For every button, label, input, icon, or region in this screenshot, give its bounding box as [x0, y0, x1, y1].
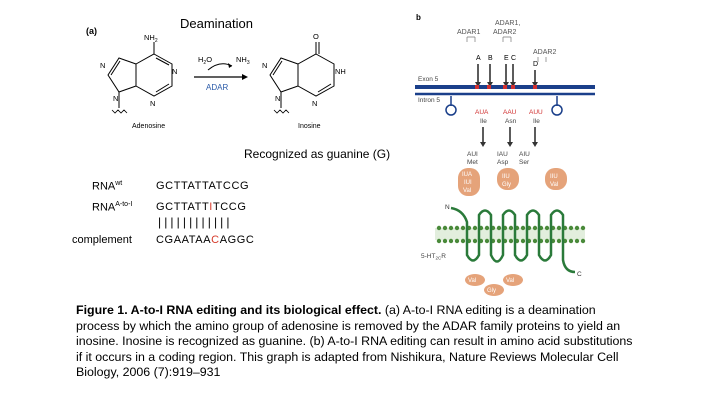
- c-terminus: C: [577, 271, 582, 278]
- site-d: D: [533, 61, 538, 68]
- adenosine-n7: N: [100, 61, 105, 70]
- base-pairing-lines: ||||||||||||: [158, 215, 233, 229]
- codon-aau: AAU: [503, 109, 517, 116]
- adar1-label: ADAR1: [457, 29, 480, 36]
- adar-label: ADAR: [206, 83, 228, 92]
- aa-asn: Asn: [505, 118, 517, 125]
- adenosine-nh2: NH2: [144, 33, 158, 44]
- site-c: C: [511, 55, 516, 62]
- adar2-top-label: ADAR2: [493, 29, 516, 36]
- inosine-n3: N: [312, 99, 317, 108]
- loop-val-1: [465, 274, 485, 286]
- adenosine-n9: N: [113, 94, 118, 103]
- bubble-iua-val: [458, 168, 480, 196]
- svg-text:Gly: Gly: [502, 182, 511, 188]
- adenosine-structure: [107, 42, 173, 108]
- svg-text:IIU: IIU: [502, 174, 510, 180]
- codon-auu: AUU: [529, 109, 543, 116]
- panel-b-label: b: [416, 13, 421, 22]
- svg-text:Val: Val: [463, 188, 471, 194]
- edited-base-i: I: [209, 201, 213, 213]
- exon-label: Exon 5: [418, 76, 439, 83]
- aa-ile-2: Ile: [533, 118, 540, 125]
- caption-heading: Figure 1. A-to-I RNA editing and its bio…: [76, 303, 382, 317]
- svg-text:Gly: Gly: [487, 288, 496, 294]
- complement-c: C: [211, 234, 220, 246]
- site-b: B: [488, 55, 493, 62]
- svg-text:Val: Val: [468, 278, 476, 284]
- adenosine-n3: N: [150, 99, 155, 108]
- bubble-iiu-gly: [497, 168, 519, 190]
- site-e: E: [504, 55, 509, 62]
- aa-ile-1: Ile: [480, 118, 487, 125]
- deamination-reaction-diagram: NH2 N N N N Adenosine H2O NH3 ADAR O NH …: [100, 32, 346, 130]
- bubble-iiu-val: [545, 168, 567, 190]
- adenosine-label: Adenosine: [132, 123, 165, 130]
- svg-text:IIU: IIU: [550, 174, 558, 180]
- figure-caption: Figure 1. A-to-I RNA editing and its bio…: [76, 303, 642, 381]
- n-terminus: N: [445, 204, 450, 211]
- rna-wt-sequence: GCTTATTATCCG: [156, 180, 250, 192]
- site-a: A: [476, 55, 481, 62]
- intron-loop-left: [445, 104, 457, 116]
- codon-aiu: AIU: [519, 151, 530, 158]
- caption-body: (a) A-to-I RNA editing is a deamination …: [76, 303, 633, 380]
- complement-label: complement: [72, 234, 132, 246]
- adenosine-n1: N: [172, 67, 177, 76]
- loop-val-2: [503, 274, 523, 286]
- intron-label: Intron 5: [418, 97, 440, 104]
- svg-text:IUI: IUI: [464, 180, 472, 186]
- adar2-label: ADAR2: [533, 49, 556, 56]
- svg-text:IUA: IUA: [462, 172, 472, 178]
- deamination-title: Deamination: [180, 16, 253, 31]
- panel-b-diagram: b ADAR1, ADAR1 ADAR2 ADAR2 A B E C D Exo…: [415, 13, 595, 296]
- rna-atoi-label: RNAA-to-I: [92, 201, 133, 214]
- codon-aui: AUI: [467, 151, 478, 158]
- codon-aua: AUA: [475, 109, 489, 116]
- inosine-n9: N: [275, 94, 280, 103]
- inosine-structure: [269, 42, 335, 108]
- adenosine-ribose-wavy: [111, 109, 128, 114]
- aa-asp: Asp: [497, 159, 509, 166]
- complement-sequence: CGAATAACAGGC: [156, 234, 255, 246]
- nh3-label: NH3: [236, 55, 250, 66]
- inosine-label: Inosine: [298, 123, 321, 130]
- receptor-chain: [450, 206, 576, 274]
- reaction-arrowhead: [242, 74, 248, 80]
- aa-ser: Ser: [519, 159, 530, 166]
- inosine-ribose-wavy: [273, 109, 290, 114]
- loop-gly: [484, 284, 504, 296]
- svg-text:Val: Val: [550, 182, 558, 188]
- rna-wt-label: RNAwt: [92, 180, 123, 193]
- inosine-o: O: [313, 32, 319, 41]
- codon-iau: IAU: [497, 151, 508, 158]
- recognized-as-guanine: Recognized as guanine (G): [244, 147, 391, 161]
- receptor-label: 5-HT2CR: [421, 253, 446, 261]
- adar1-adar2-label: ADAR1,: [495, 20, 520, 27]
- panel-a-label: (a): [86, 26, 97, 36]
- h2o-label: H2O: [198, 55, 212, 66]
- rna-atoi-sequence: GCTTATTITCCG: [156, 201, 247, 213]
- intron-loop-right: [551, 104, 563, 116]
- svg-text:Val: Val: [506, 278, 514, 284]
- inosine-nh: NH: [335, 67, 346, 76]
- aa-met: Met: [467, 159, 478, 166]
- inosine-n7: N: [262, 61, 267, 70]
